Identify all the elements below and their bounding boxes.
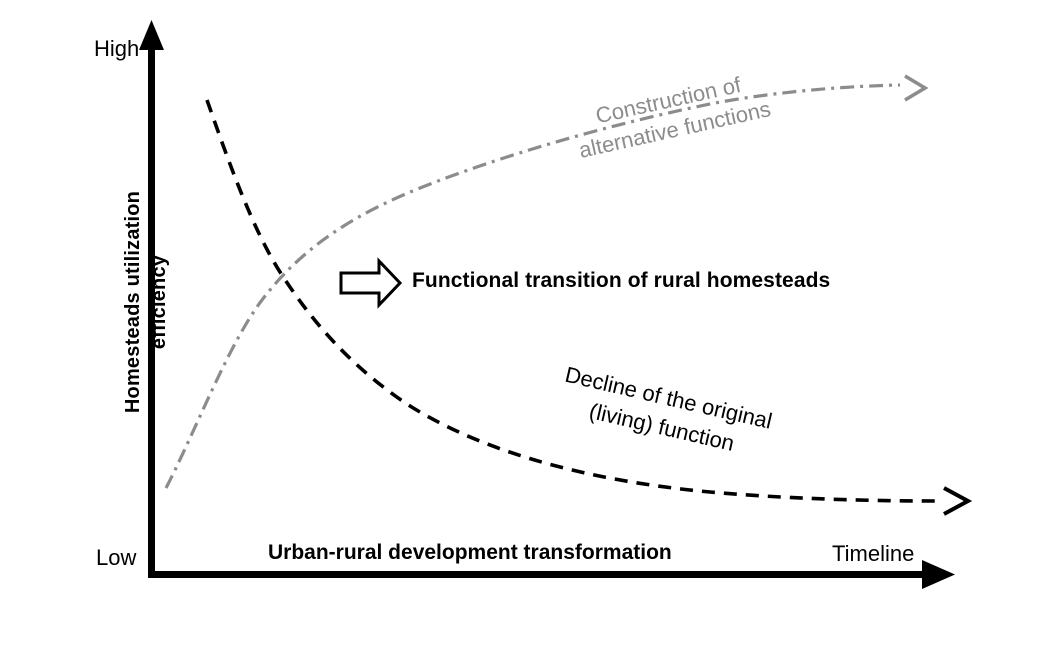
y-axis-title: Homesteads utilization efficiency <box>122 190 170 414</box>
block-arrow-icon <box>339 257 403 309</box>
functional-transition-callout-label: Functional transition of rural homestead… <box>412 269 831 292</box>
x-axis-title: Urban-rural development transformation <box>268 541 672 564</box>
y-axis <box>139 20 164 578</box>
x-axis-end-label: Timeline <box>832 541 915 566</box>
y-axis-high-label: High <box>94 36 140 61</box>
curve-construction-of-alternative-functions <box>164 74 929 489</box>
y-axis-low-label: Low <box>96 545 137 570</box>
x-axis <box>148 560 955 589</box>
curve-decline-of-original-function <box>205 99 973 516</box>
